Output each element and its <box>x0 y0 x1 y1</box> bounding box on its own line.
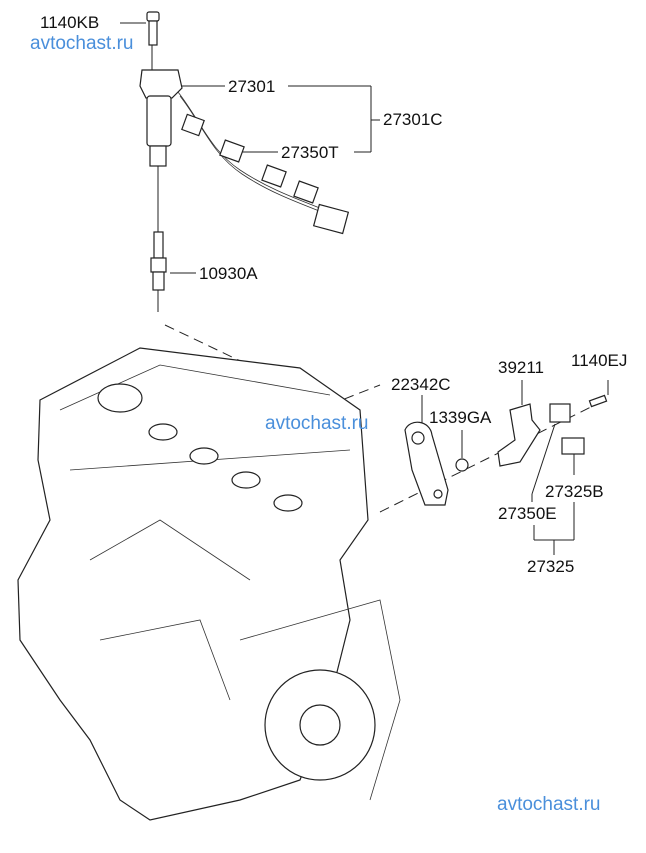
label-27350E[interactable]: 27350E <box>498 504 557 523</box>
label-1339GA[interactable]: 1339GA <box>429 408 492 427</box>
wiring-harness-drawing <box>177 91 350 235</box>
nut-1339GA-drawing <box>455 458 469 472</box>
label-27301[interactable]: 27301 <box>228 77 276 96</box>
label-27325[interactable]: 27325 <box>527 557 575 576</box>
bracket-22342C-drawing <box>404 421 449 506</box>
bolt-1140KB-drawing <box>146 11 160 46</box>
connector-27325B-drawing <box>561 437 585 455</box>
watermark-middle: avtochast.ru <box>265 413 369 434</box>
watermark-top: avtochast.ru <box>30 33 134 54</box>
engine-block-drawing <box>17 347 401 821</box>
label-27350T[interactable]: 27350T <box>281 143 339 162</box>
watermark-bottom: avtochast.ru <box>497 794 601 815</box>
spark-plug-drawing <box>150 231 167 291</box>
label-10930A[interactable]: 10930A <box>199 264 258 283</box>
ignition-coil-drawing <box>139 69 183 167</box>
label-39211[interactable]: 39211 <box>498 358 545 377</box>
label-27301C[interactable]: 27301C <box>383 110 443 129</box>
bracket-39211-drawing <box>497 403 541 467</box>
label-1140KB[interactable]: 1140KB <box>40 13 100 32</box>
bolt-1140EJ-drawing <box>588 394 608 408</box>
label-22342C[interactable]: 22342C <box>391 375 451 394</box>
label-27325B[interactable]: 27325B <box>545 482 604 501</box>
label-1140EJ[interactable]: 1140EJ <box>571 351 628 370</box>
knock-sensor-drawing <box>549 403 571 423</box>
